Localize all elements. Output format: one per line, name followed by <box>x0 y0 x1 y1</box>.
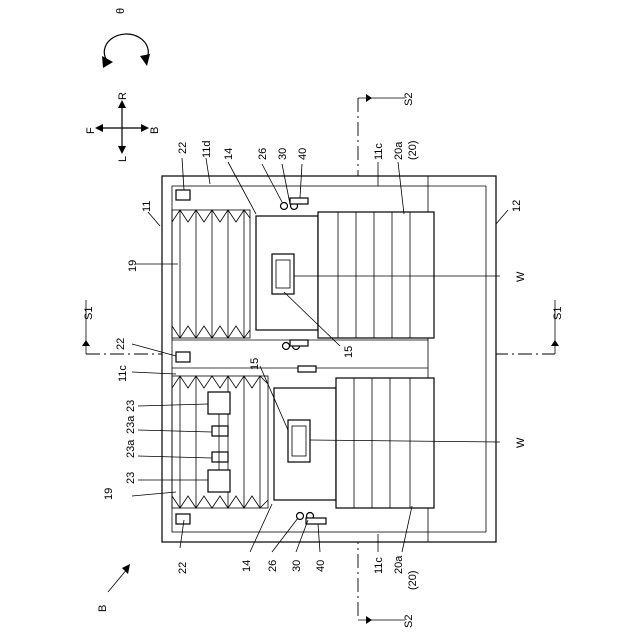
rotation-arrow-icon <box>102 34 150 68</box>
direction-cross-icon <box>95 100 149 154</box>
ref-20a-top: 20a <box>393 141 405 160</box>
ref-11c-mid: 11c <box>117 365 129 382</box>
ref-30-bottom: 30 <box>291 560 303 572</box>
ref-23-b: 23 <box>125 472 137 484</box>
ref-23-a: 23 <box>125 400 137 412</box>
ref-30-top: 30 <box>277 148 289 160</box>
ref-19-top: 19 <box>127 260 139 272</box>
ref-40-top: 40 <box>297 148 309 160</box>
ref-12: 12 <box>511 200 523 212</box>
direction-f-label: F <box>85 127 97 134</box>
direction-b-label: B <box>149 127 161 134</box>
ref-40-bottom: 40 <box>315 560 327 572</box>
bracket-22-bottom <box>176 514 190 524</box>
ref-22-top: 22 <box>177 142 189 154</box>
ref-22-bottom: 22 <box>177 562 189 574</box>
ref-23a-b: 23a <box>125 439 137 458</box>
direction-l-label: L <box>117 156 129 162</box>
ref-w-bottom: W <box>515 437 527 448</box>
ref-11c-top: 11c <box>373 143 385 160</box>
view-b-label: B <box>97 605 109 612</box>
bracket-22-mid <box>176 352 190 362</box>
ref-11c-bottom: 11c <box>373 557 385 574</box>
bracket-22-top <box>176 190 190 200</box>
s1-right-label: S1 <box>552 307 564 320</box>
ref-w-top: W <box>515 271 527 282</box>
ref-20-top: (20) <box>407 140 419 160</box>
ref-20a-bottom: 20a <box>393 555 405 574</box>
ref-26-top: 26 <box>257 148 269 160</box>
ref-14-top: 14 <box>223 148 235 160</box>
ref-11: 11 <box>141 201 153 212</box>
cover-20a-top <box>318 212 434 338</box>
ref-22-mid: 22 <box>115 338 127 350</box>
ref-15-b: 15 <box>249 358 261 370</box>
theta-label: θ <box>115 8 127 14</box>
direction-r-label: R <box>117 92 129 100</box>
cover-20a-bottom <box>336 378 434 508</box>
ref-23a-a: 23a <box>125 415 137 434</box>
s2-top-label: S2 <box>403 93 415 106</box>
ref-15-a: 15 <box>343 346 355 358</box>
ref-11d: 11d <box>201 140 213 158</box>
view-arrow-b-icon <box>108 564 130 592</box>
ref-14-bottom: 14 <box>241 560 253 572</box>
s2-bottom-label: S2 <box>403 615 415 628</box>
ref-19-bottom: 19 <box>103 488 115 500</box>
ref-26-bottom: 26 <box>267 560 279 572</box>
s1-left-label: S1 <box>83 307 95 320</box>
ref-20-bottom: (20) <box>407 570 419 590</box>
